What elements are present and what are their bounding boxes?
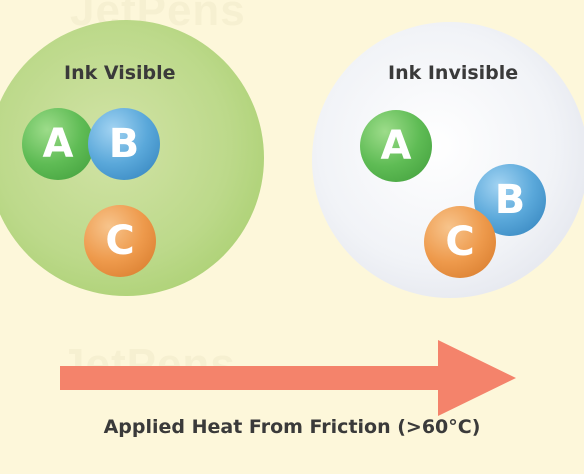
ink-invisible-title: Ink Invisible <box>388 62 519 84</box>
ball-b-visible: B <box>88 108 160 180</box>
ink-visible-title: Ink Visible <box>64 62 176 84</box>
heat-caption: Applied Heat From Friction (>60°C) <box>103 416 481 438</box>
ball-a-invisible: A <box>360 110 432 182</box>
ball-a-visible: A <box>22 108 94 180</box>
ball-c-visible: C <box>84 205 156 277</box>
ball-c-invisible: C <box>424 206 496 278</box>
heat-arrow-shape <box>60 340 516 416</box>
heat-arrow <box>60 340 516 416</box>
